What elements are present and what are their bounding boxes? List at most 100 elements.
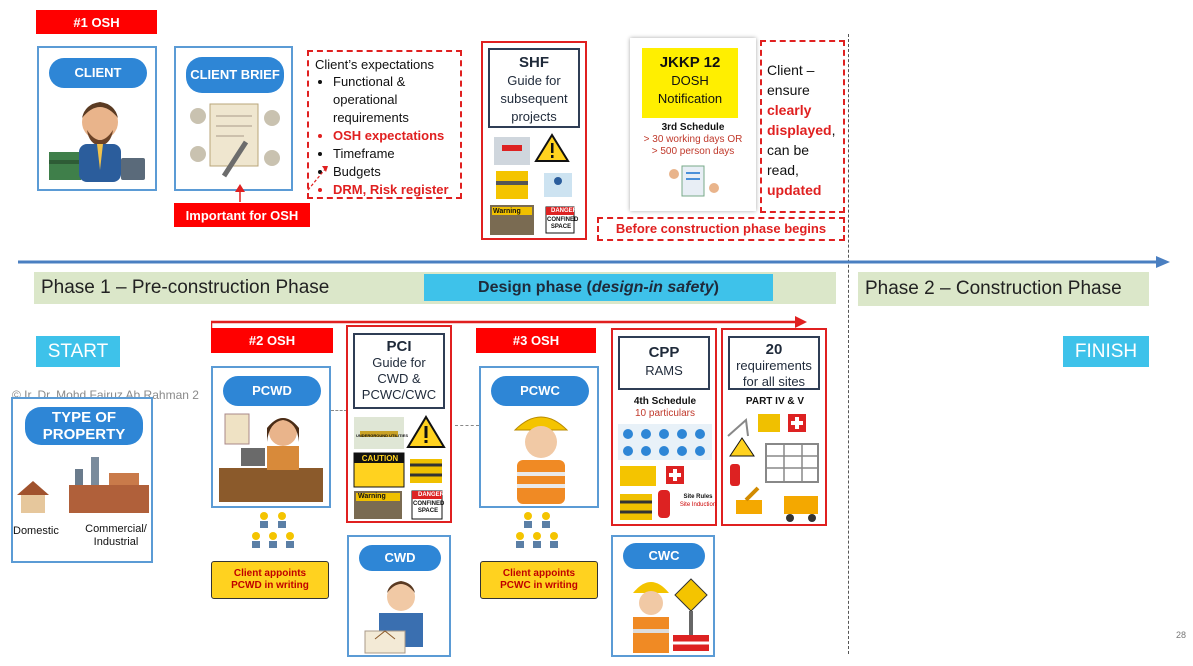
pci-title: PCI bbox=[386, 338, 412, 355]
requirements-title: 20 bbox=[765, 341, 783, 358]
client-brief-card[interactable]: CLIENT BRIEF bbox=[174, 46, 293, 191]
ensure-line4: displayed bbox=[767, 122, 832, 138]
osh1-label: #1 OSH bbox=[36, 10, 157, 34]
pci-danger-text: DANGER bbox=[418, 492, 445, 498]
cpp-schedule: 4th Schedule 10 particulars bbox=[615, 396, 715, 420]
cpp-schedule-title: 4th Schedule bbox=[633, 396, 697, 407]
pci-warning-text: Warning bbox=[358, 493, 386, 500]
shf-card[interactable]: SHF Guide for subsequent projects Warnin… bbox=[481, 41, 587, 240]
pci-underground-text: UNDERGROUND UTILITIES bbox=[356, 433, 408, 438]
phase1-label: Phase 1 – Pre-construction Phase bbox=[41, 277, 330, 298]
osh2-label: #2 OSH bbox=[211, 328, 333, 353]
cwd-illustration bbox=[364, 581, 423, 654]
pci-hazard-icons bbox=[353, 415, 446, 520]
shf-confined-text: CONFINED SPACE bbox=[547, 217, 579, 230]
expectation-item: Timeframe bbox=[333, 145, 454, 163]
domestic-label: Domestic bbox=[13, 525, 59, 537]
design-phase-suffix: ) bbox=[713, 278, 719, 296]
bottom-red-arrow bbox=[211, 316, 807, 328]
jkkp-sub: DOSH Notification bbox=[657, 73, 723, 106]
pcwd-pci-connector bbox=[331, 410, 347, 411]
pci-caution-text: CAUTION bbox=[361, 454, 399, 463]
ensure-line8: updated bbox=[767, 182, 822, 198]
pci-header: PCI Guide for CWD & PCWC/CWC bbox=[353, 333, 445, 409]
cpp-site-rules: Site Rules Site Induction bbox=[679, 493, 717, 509]
cpp-site-induction-text: Site Induction bbox=[679, 502, 717, 508]
client-card[interactable]: CLIENT bbox=[37, 46, 157, 191]
jkkp-title: JKKP 12 bbox=[659, 54, 721, 71]
requirements-part: PART IV & V bbox=[745, 396, 805, 407]
pci-card[interactable]: PCI Guide for CWD & PCWC/CWC UNDERGROUND… bbox=[346, 325, 452, 523]
cpp-icons bbox=[618, 424, 712, 520]
client-expectations-box: Client’s expectations Functional & opera… bbox=[307, 50, 462, 199]
pcwd-workers-icon bbox=[252, 512, 294, 548]
type-of-property-card[interactable]: TYPE OF PROPERTY Domestic Commercial/ In… bbox=[11, 397, 153, 563]
jkkp-header: JKKP 12 DOSH Notification bbox=[642, 48, 738, 118]
page-number: 28 bbox=[1176, 630, 1187, 640]
cwd-card[interactable]: CWD bbox=[347, 535, 451, 657]
timeline-arrow bbox=[18, 256, 1170, 268]
phase2-bar: Phase 2 – Construction Phase bbox=[858, 272, 1149, 306]
phase-divider bbox=[848, 34, 849, 654]
design-phase-italic: design-in safety bbox=[591, 278, 714, 296]
shf-header: SHF Guide for subsequent projects bbox=[488, 48, 580, 128]
finish-label: FINISH bbox=[1063, 336, 1149, 367]
client-illustration bbox=[49, 102, 145, 182]
pcwc-illustration bbox=[513, 416, 569, 504]
client-brief-pill: CLIENT BRIEF bbox=[186, 57, 284, 93]
ensure-line7: read, bbox=[767, 162, 799, 178]
important-for-osh-label: Important for OSH bbox=[174, 203, 310, 227]
appoint-pcwc-note: Client appoints PCWC in writing bbox=[480, 561, 598, 599]
pcwd-illustration bbox=[219, 413, 323, 502]
client-ensure-box: Client – ensure clearly displayed, can b… bbox=[760, 40, 845, 213]
pcwc-pill: PCWC bbox=[491, 376, 589, 406]
ensure-line6: can be bbox=[767, 142, 810, 158]
ensure-line5: , bbox=[831, 122, 836, 138]
osh3-label: #3 OSH bbox=[476, 328, 596, 353]
cpp-particulars: 10 particulars bbox=[634, 408, 696, 419]
jkkp-card[interactable]: JKKP 12 DOSH Notification 3rd Schedule >… bbox=[630, 38, 756, 211]
jkkp-notification-illustration bbox=[669, 165, 719, 197]
cwc-card[interactable]: CWC bbox=[611, 535, 715, 657]
design-phase-prefix: Design phase ( bbox=[478, 278, 592, 296]
expectation-item: Budgets bbox=[333, 163, 454, 181]
before-construction-box: Before construction phase begins bbox=[597, 217, 845, 241]
cwc-pill: CWC bbox=[623, 543, 705, 569]
shf-hazard-icons bbox=[490, 133, 575, 235]
pci-sub: Guide for CWD & PCWC/CWC bbox=[361, 355, 437, 402]
expectations-list: Functional & operational requirementsOSH… bbox=[315, 73, 454, 199]
jkkp-schedule-title: 3rd Schedule bbox=[661, 122, 725, 133]
cpp-card[interactable]: CPP RAMS 4th Schedule 10 particulars Sit… bbox=[611, 328, 717, 526]
expectation-item: Functional & operational requirements bbox=[333, 73, 454, 127]
shf-sub: Guide for subsequent projects bbox=[500, 73, 568, 124]
appoint-pcwd-note: Client appoints PCWD in writing bbox=[211, 561, 329, 599]
client-pill: CLIENT bbox=[49, 58, 147, 88]
expectations-title: Client’s expectations bbox=[315, 57, 434, 72]
cpp-sub: RAMS bbox=[645, 363, 683, 378]
cpp-site-rules-text: Site Rules bbox=[683, 494, 713, 500]
design-phase-bar: Design phase (design-in safety) bbox=[424, 274, 773, 301]
ensure-line2: ensure bbox=[767, 82, 810, 98]
pci-confined-text: CONFINED SPACE bbox=[413, 501, 445, 514]
ensure-line3: clearly bbox=[767, 102, 812, 118]
expectation-item: DRM, Risk register bbox=[333, 181, 454, 199]
requirements-card[interactable]: 20 requirements for all sites PART IV & … bbox=[721, 328, 827, 526]
type-of-property-pill: TYPE OF PROPERTY bbox=[25, 407, 143, 445]
cpp-title: CPP bbox=[648, 344, 680, 361]
property-illustration bbox=[17, 457, 149, 513]
pci-pcwc-connector bbox=[455, 425, 479, 426]
commercial-label: Commercial/ Industrial bbox=[85, 523, 147, 548]
phase2-label: Phase 2 – Construction Phase bbox=[865, 278, 1122, 299]
jkkp-schedule: 3rd Schedule > 30 working days OR > 500 … bbox=[634, 122, 752, 158]
shf-danger-text: DANGER bbox=[551, 208, 578, 214]
cwc-illustration bbox=[633, 578, 709, 653]
pcwd-card[interactable]: PCWD bbox=[211, 366, 331, 508]
pcwc-card[interactable]: PCWC bbox=[479, 366, 599, 508]
cwd-pill: CWD bbox=[359, 545, 441, 571]
cpp-header: CPP RAMS bbox=[618, 336, 710, 390]
jkkp-line1: > 30 working days OR bbox=[643, 134, 743, 145]
shf-title: SHF bbox=[519, 54, 549, 71]
shf-warning-text: Warning bbox=[493, 208, 521, 215]
requirements-header: 20 requirements for all sites bbox=[728, 336, 820, 390]
ensure-line1: Client – bbox=[767, 62, 815, 78]
